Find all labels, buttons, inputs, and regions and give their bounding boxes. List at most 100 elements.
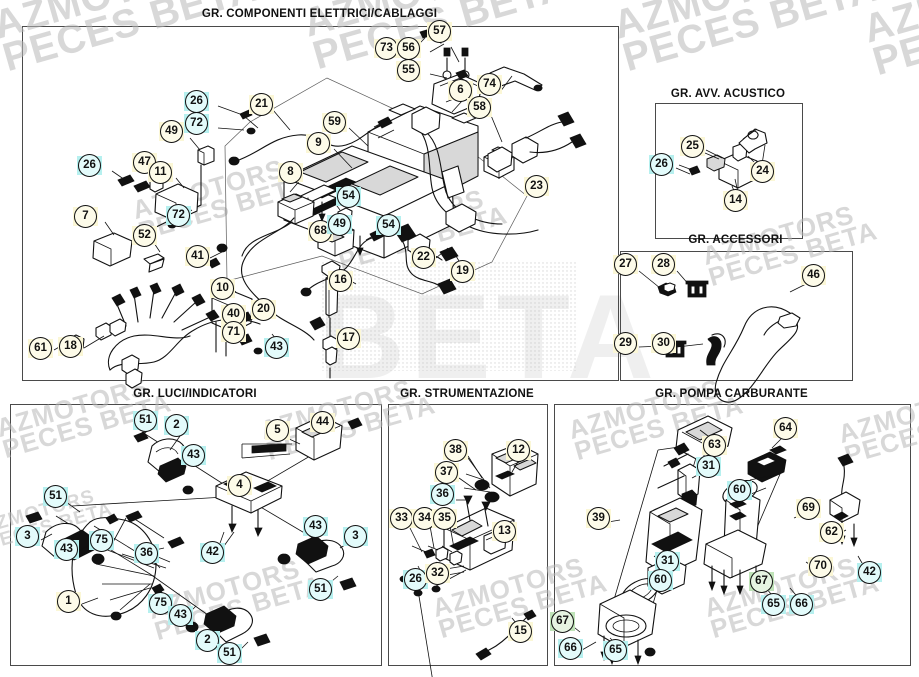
panel-accessori [620, 251, 853, 381]
callout-strumenti-13[interactable]: 13 [492, 519, 517, 544]
callout-strumenti-34[interactable]: 34 [412, 506, 437, 531]
callout-elettrici-41[interactable]: 41 [185, 244, 210, 269]
callout-elettrici-49[interactable]: 49 [159, 119, 184, 144]
callout-strumenti-35[interactable]: 35 [432, 506, 457, 531]
callout-luci-42[interactable]: 42 [200, 540, 225, 565]
leaders-elettrici [54, 38, 548, 350]
callout-elettrici-11[interactable]: 11 [148, 160, 173, 185]
callout-elettrici-73[interactable]: 73 [374, 36, 399, 61]
callout-elettrici-17[interactable]: 17 [336, 326, 361, 351]
callout-pompa-65[interactable]: 65 [761, 592, 786, 617]
callout-acustico-26[interactable]: 26 [649, 152, 674, 177]
callout-pompa-31[interactable]: 31 [696, 454, 721, 479]
callout-elettrici-6[interactable]: 6 [448, 78, 473, 103]
callout-elettrici-49[interactable]: 49 [327, 212, 352, 237]
callout-number: 49 [160, 120, 183, 143]
callout-strumenti-12[interactable]: 12 [506, 438, 531, 463]
callout-elettrici-72[interactable]: 72 [184, 111, 209, 136]
callout-elettrici-68[interactable]: 68 [308, 219, 333, 244]
callout-pompa-60[interactable]: 60 [648, 568, 673, 593]
callout-elettrici-21[interactable]: 21 [249, 92, 274, 117]
callout-elettrici-55[interactable]: 55 [396, 58, 421, 83]
callout-elettrici-71[interactable]: 71 [221, 320, 246, 345]
callout-strumenti-32[interactable]: 32 [425, 561, 450, 586]
callout-luci-43[interactable]: 43 [168, 603, 193, 628]
callout-elettrici-16[interactable]: 16 [328, 268, 353, 293]
callout-elettrici-61[interactable]: 61 [28, 336, 53, 361]
callout-luci-51[interactable]: 51 [43, 484, 68, 509]
callout-elettrici-54[interactable]: 54 [376, 213, 401, 238]
callout-elettrici-54[interactable]: 54 [336, 184, 361, 209]
callout-pompa-64[interactable]: 64 [773, 416, 798, 441]
callout-pompa-70[interactable]: 70 [808, 554, 833, 579]
callout-strumenti-26[interactable]: 26 [403, 567, 428, 592]
callout-luci-51[interactable]: 51 [308, 577, 333, 602]
callout-pompa-66[interactable]: 66 [558, 636, 583, 661]
callout-acustico-24[interactable]: 24 [750, 159, 775, 184]
callout-luci-4[interactable]: 4 [227, 473, 252, 498]
callout-luci-3[interactable]: 3 [15, 524, 40, 549]
callout-elettrici-9[interactable]: 9 [306, 131, 331, 156]
callout-luci-1[interactable]: 1 [56, 589, 81, 614]
callout-luci-44[interactable]: 44 [310, 410, 335, 435]
callout-elettrici-22[interactable]: 22 [411, 245, 436, 270]
callout-luci-43[interactable]: 43 [181, 443, 206, 468]
callout-pompa-39[interactable]: 39 [586, 506, 611, 531]
callout-pompa-67[interactable]: 67 [749, 569, 774, 594]
callout-elettrici-59[interactable]: 59 [322, 110, 347, 135]
callout-acustico-25[interactable]: 25 [680, 134, 705, 159]
callout-number: 21 [250, 93, 273, 116]
callout-accessori-46[interactable]: 46 [801, 263, 826, 288]
callout-number: 42 [201, 541, 224, 564]
callout-luci-2[interactable]: 2 [164, 413, 189, 438]
callout-luci-5[interactable]: 5 [265, 418, 290, 443]
callout-pompa-67[interactable]: 67 [550, 609, 575, 634]
callout-elettrici-19[interactable]: 19 [450, 259, 475, 284]
callout-pompa-62[interactable]: 62 [819, 520, 844, 545]
callout-elettrici-58[interactable]: 58 [467, 95, 492, 120]
callout-elettrici-18[interactable]: 18 [58, 334, 83, 359]
callout-pompa-66[interactable]: 66 [789, 592, 814, 617]
callout-number: 36 [135, 542, 158, 565]
callout-elettrici-52[interactable]: 52 [132, 223, 157, 248]
callout-elettrici-20[interactable]: 20 [251, 297, 276, 322]
callout-elettrici-8[interactable]: 8 [278, 160, 303, 185]
callout-pompa-69[interactable]: 69 [796, 496, 821, 521]
callout-elettrici-74[interactable]: 74 [477, 72, 502, 97]
callout-acustico-14[interactable]: 14 [723, 188, 748, 213]
callout-strumenti-37[interactable]: 37 [434, 460, 459, 485]
callout-accessori-29[interactable]: 29 [613, 331, 638, 356]
callout-luci-3[interactable]: 3 [343, 524, 368, 549]
callout-elettrici-7[interactable]: 7 [73, 204, 98, 229]
callout-luci-36[interactable]: 36 [134, 541, 159, 566]
callout-luci-43[interactable]: 43 [54, 537, 79, 562]
callout-pompa-60[interactable]: 60 [727, 478, 752, 503]
panel-title-elettrici: GR. COMPONENTI ELETTRICI/CABLAGGI [201, 8, 438, 20]
callout-luci-75[interactable]: 75 [148, 591, 173, 616]
callout-pompa-42[interactable]: 42 [857, 560, 882, 585]
callout-strumenti-33[interactable]: 33 [389, 506, 414, 531]
callout-luci-2[interactable]: 2 [195, 628, 220, 653]
callout-luci-51[interactable]: 51 [217, 641, 242, 666]
callout-elettrici-57[interactable]: 57 [427, 19, 452, 44]
callout-number: 46 [802, 264, 825, 287]
callout-strumenti-36[interactable]: 36 [430, 482, 455, 507]
callout-strumenti-15[interactable]: 15 [508, 619, 533, 644]
callout-accessori-28[interactable]: 28 [651, 252, 676, 277]
callout-luci-51[interactable]: 51 [133, 408, 158, 433]
indicator-top [134, 432, 193, 494]
callout-elettrici-23[interactable]: 23 [524, 174, 549, 199]
callout-elettrici-72[interactable]: 72 [166, 203, 191, 228]
callout-elettrici-26[interactable]: 26 [77, 153, 102, 178]
callout-number: 15 [509, 620, 532, 643]
callout-luci-43[interactable]: 43 [303, 514, 328, 539]
callout-strumenti-38[interactable]: 38 [443, 438, 468, 463]
callout-elettrici-43[interactable]: 43 [264, 335, 289, 360]
callout-elettrici-10[interactable]: 10 [210, 276, 235, 301]
callout-pompa-65[interactable]: 65 [603, 638, 628, 663]
callout-elettrici-40[interactable]: 40 [221, 302, 246, 327]
callout-accessori-30[interactable]: 30 [651, 331, 676, 356]
callout-luci-75[interactable]: 75 [89, 528, 114, 553]
callout-accessori-27[interactable]: 27 [613, 252, 638, 277]
callout-number: 12 [507, 439, 530, 462]
